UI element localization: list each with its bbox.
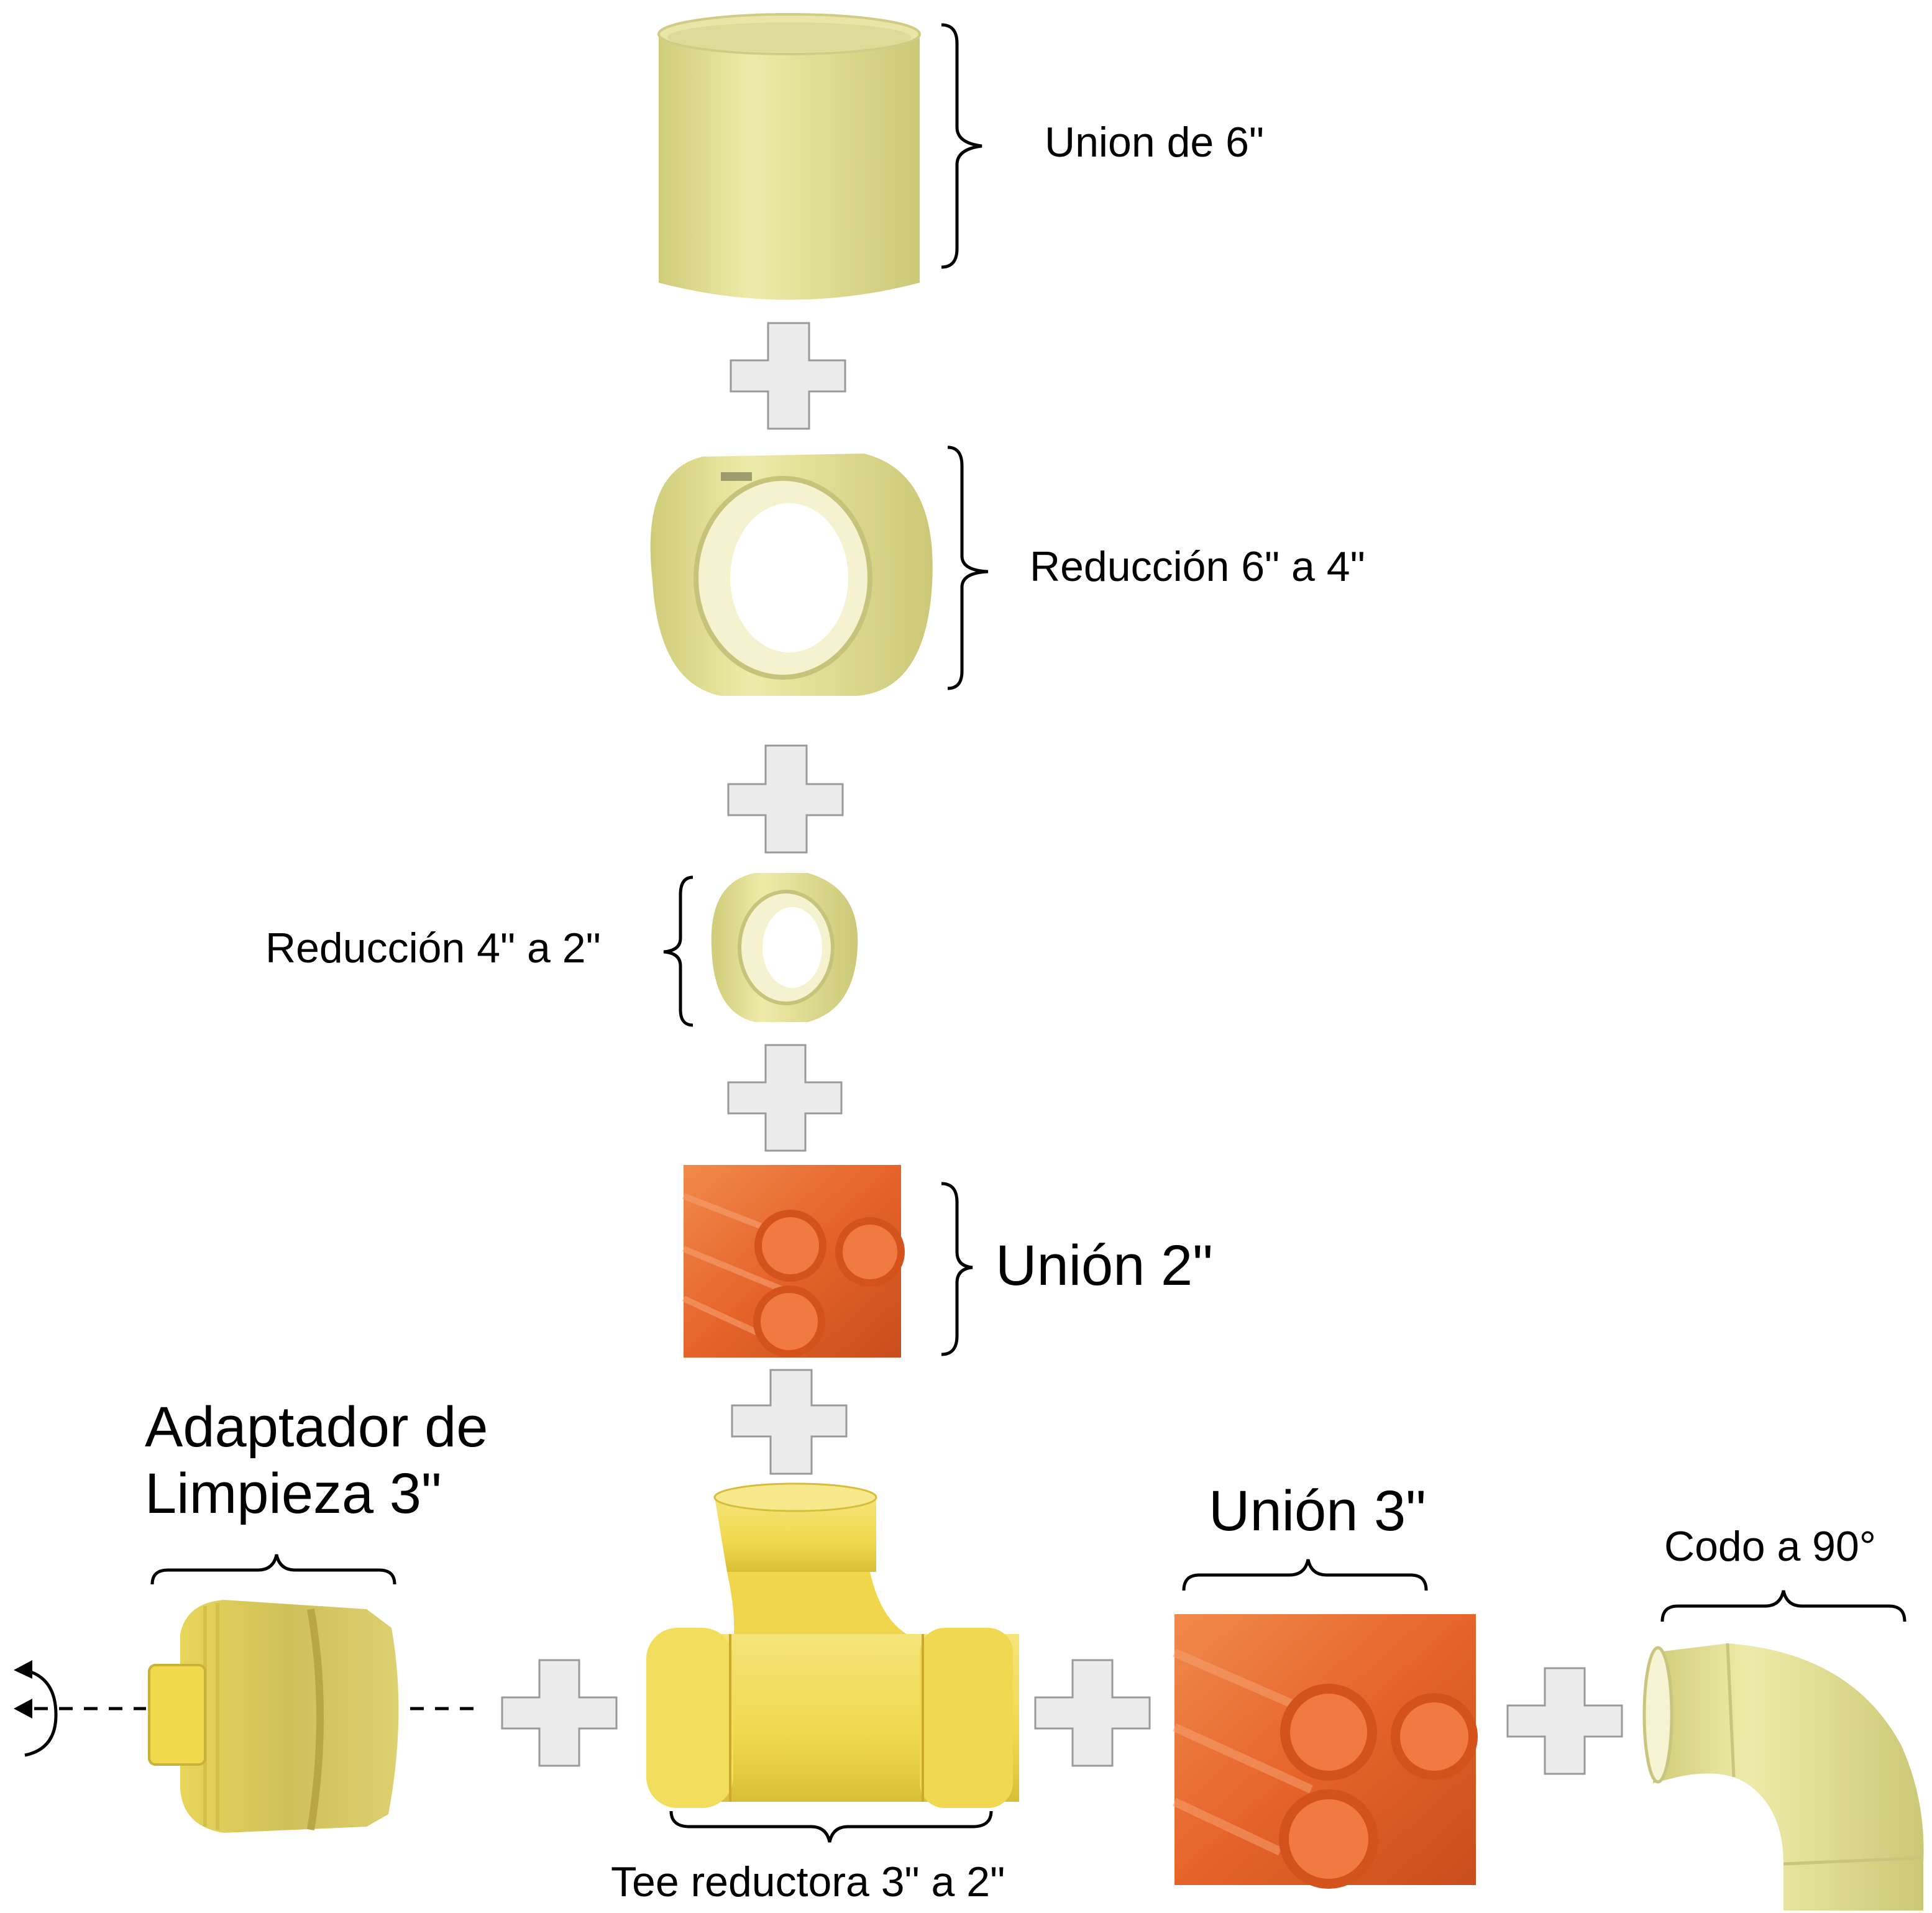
adaptador-limpieza-fitting <box>148 1600 399 1833</box>
plus-sign <box>730 322 846 430</box>
tee-reductora-fitting <box>646 1482 1019 1808</box>
brace-union-6 <box>941 23 982 269</box>
label-reduccion-6-4: Reducción 6" a 4" <box>1030 543 1365 590</box>
union-6-fitting <box>657 13 921 300</box>
label-tee-reductora: Tee reductora 3" a 2" <box>611 1858 1005 1906</box>
brace-reduccion-6-4 <box>947 445 989 690</box>
plus-sign <box>1034 1659 1151 1767</box>
label-union-2: Unión 2" <box>996 1234 1213 1297</box>
plus-sign <box>501 1659 618 1767</box>
plus-sign <box>727 744 844 854</box>
brace-union-3 <box>1182 1559 1428 1591</box>
label-adaptador-line2: Limpieza 3" <box>145 1462 442 1525</box>
reduccion-4-2-fitting <box>711 873 858 1022</box>
label-codo-90: Codo a 90° <box>1664 1523 1876 1570</box>
union-3-pipes <box>1173 1614 1478 1889</box>
union-2-pipes <box>682 1165 905 1358</box>
brace-codo-90 <box>1660 1590 1907 1622</box>
brace-union-2 <box>941 1182 973 1356</box>
reduccion-6-4-fitting <box>650 454 933 696</box>
label-reduccion-4-2: Reducción 4" a 2" <box>265 925 601 972</box>
plus-sign <box>731 1369 848 1475</box>
brace-reduccion-4-2 <box>663 875 694 1027</box>
rotation-arrow-icon <box>14 1660 478 1757</box>
label-adaptador-line1: Adaptador de <box>145 1395 488 1459</box>
label-union-3: Unión 3" <box>1209 1479 1426 1543</box>
brace-adaptador <box>150 1554 396 1585</box>
label-union-6: Union de 6" <box>1045 119 1265 166</box>
plus-sign <box>1506 1667 1623 1775</box>
codo-90-fitting <box>1642 1643 1924 1911</box>
plus-sign <box>727 1044 843 1152</box>
brace-tee <box>669 1810 993 1843</box>
